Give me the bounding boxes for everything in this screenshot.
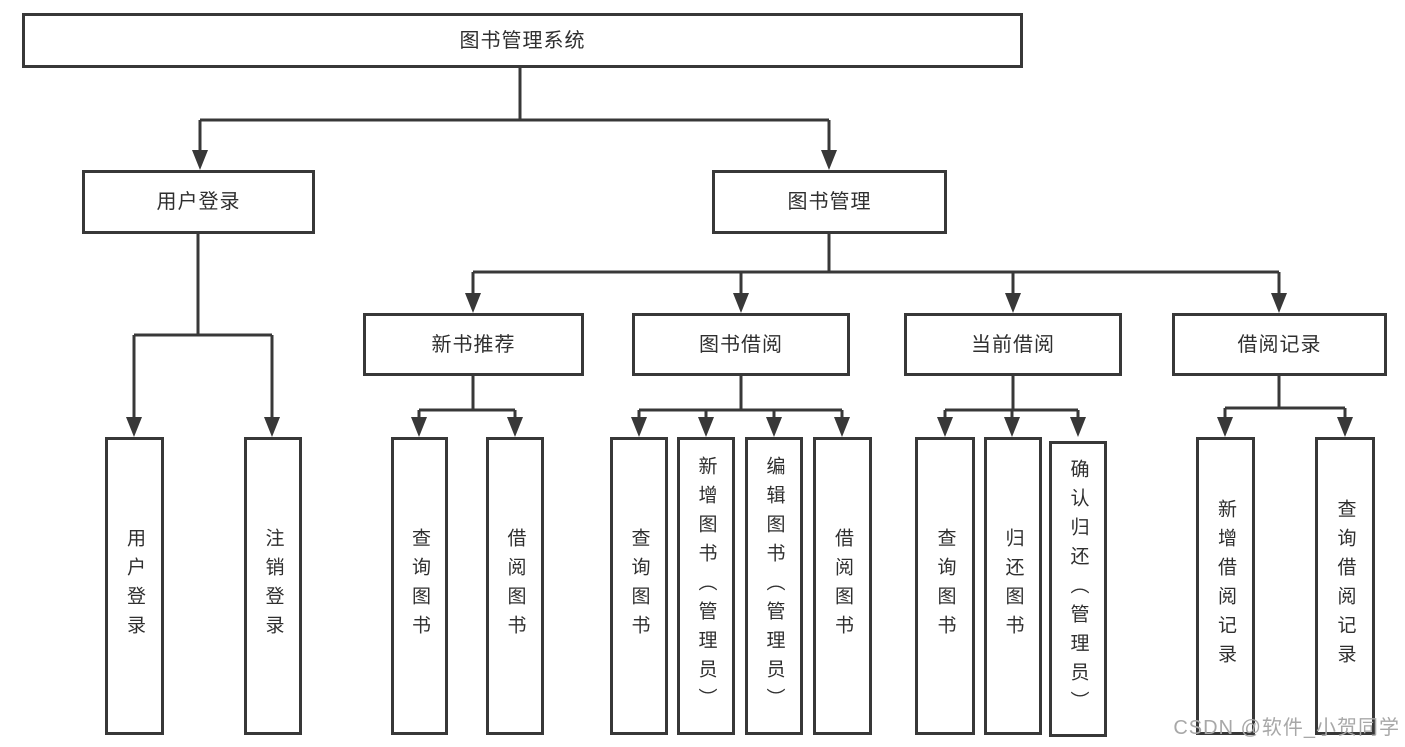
node-book-borrowing-label: 图书借阅 — [699, 333, 783, 356]
node-root: 图书管理系统 — [22, 13, 1023, 68]
node-leaf-current-return-books-label: 归还图书 — [1002, 528, 1024, 644]
arrowhead-icon — [1337, 417, 1353, 437]
arrowhead-icon — [698, 417, 714, 437]
arrowhead-icon — [411, 417, 427, 437]
node-leaf-borrowing-borrow-books-label: 借阅图书 — [832, 528, 853, 644]
connector-book-borrowing-to-leaves — [631, 376, 850, 437]
connector-user-login-to-leaves — [126, 234, 280, 437]
arrowhead-icon — [465, 293, 481, 313]
arrowhead-icon — [192, 150, 208, 170]
node-leaf-borrowing-query-books: 查询图书 — [610, 437, 668, 735]
node-leaf-current-query-books: 查询图书 — [915, 437, 975, 735]
node-leaf-user-login: 用户登录 — [105, 437, 164, 735]
node-leaf-borrowing-edit-books-admin: 编辑图书（管理员） — [745, 437, 803, 735]
arrowhead-icon — [821, 150, 837, 170]
node-borrowing-records-label: 借阅记录 — [1237, 333, 1322, 356]
connector-current-borrowing-to-leaves — [937, 376, 1086, 437]
node-leaf-borrowing-borrow-books: 借阅图书 — [813, 437, 872, 735]
node-leaf-current-confirm-return-admin-label: 确认归还（管理员） — [1067, 458, 1089, 720]
node-leaf-logout-label: 注销登录 — [262, 528, 284, 644]
node-leaf-borrowing-query-books-label: 查询图书 — [628, 528, 650, 644]
node-user-login: 用户登录 — [82, 170, 315, 234]
node-leaf-records-add-record-label: 新增借阅记录 — [1215, 499, 1236, 673]
node-root-label: 图书管理系统 — [459, 29, 586, 52]
connector-borrowing-records-to-leaves — [1217, 376, 1353, 437]
node-user-login-label: 用户登录 — [156, 191, 241, 213]
node-book-management-label: 图书管理 — [787, 191, 872, 213]
node-borrowing-records: 借阅记录 — [1172, 313, 1387, 376]
arrowhead-icon — [631, 417, 647, 437]
node-leaf-logout: 注销登录 — [244, 437, 302, 735]
arrowhead-icon — [766, 417, 782, 437]
arrowhead-icon — [507, 417, 523, 437]
arrowhead-icon — [1070, 417, 1086, 437]
arrowhead-icon — [1271, 293, 1287, 313]
node-leaf-recommend-borrow-books: 借阅图书 — [486, 437, 544, 735]
arrowhead-icon — [1005, 293, 1021, 313]
node-current-borrowing: 当前借阅 — [904, 313, 1122, 376]
node-leaf-current-confirm-return-admin: 确认归还（管理员） — [1049, 441, 1107, 737]
arrowhead-icon — [937, 417, 953, 437]
node-leaf-recommend-query-books-label: 查询图书 — [409, 528, 430, 644]
node-book-borrowing: 图书借阅 — [632, 313, 850, 376]
node-leaf-borrowing-add-books-admin: 新增图书（管理员） — [677, 437, 735, 735]
arrowhead-icon — [126, 417, 142, 437]
arrowhead-icon — [1004, 417, 1020, 437]
connector-root-to-level2 — [192, 68, 837, 170]
arrowhead-icon — [834, 417, 850, 437]
node-leaf-records-query-record: 查询借阅记录 — [1315, 437, 1375, 735]
node-new-book-recommend: 新书推荐 — [363, 313, 584, 376]
node-leaf-recommend-borrow-books-label: 借阅图书 — [504, 528, 526, 644]
node-leaf-current-return-books: 归还图书 — [984, 437, 1042, 735]
node-book-management: 图书管理 — [712, 170, 947, 234]
arrowhead-icon — [733, 293, 749, 313]
connector-book-management-to-level3 — [465, 234, 1287, 313]
csdn-watermark: CSDN @软件_小贺同学 — [1173, 717, 1400, 739]
node-leaf-records-query-record-label: 查询借阅记录 — [1334, 499, 1356, 673]
node-leaf-current-query-books-label: 查询图书 — [934, 528, 956, 644]
node-leaf-recommend-query-books: 查询图书 — [391, 437, 448, 735]
node-current-borrowing-label: 当前借阅 — [971, 333, 1055, 356]
node-leaf-borrowing-edit-books-admin-label: 编辑图书（管理员） — [763, 455, 785, 717]
node-leaf-borrowing-add-books-admin-label: 新增图书（管理员） — [695, 455, 717, 717]
node-leaf-user-login-label: 用户登录 — [124, 528, 145, 644]
node-new-book-recommend-label: 新书推荐 — [431, 333, 516, 356]
arrowhead-icon — [1217, 417, 1233, 437]
node-leaf-records-add-record: 新增借阅记录 — [1196, 437, 1255, 735]
arrowhead-icon — [264, 417, 280, 437]
connector-new-book-recommend-to-leaves — [411, 376, 523, 437]
